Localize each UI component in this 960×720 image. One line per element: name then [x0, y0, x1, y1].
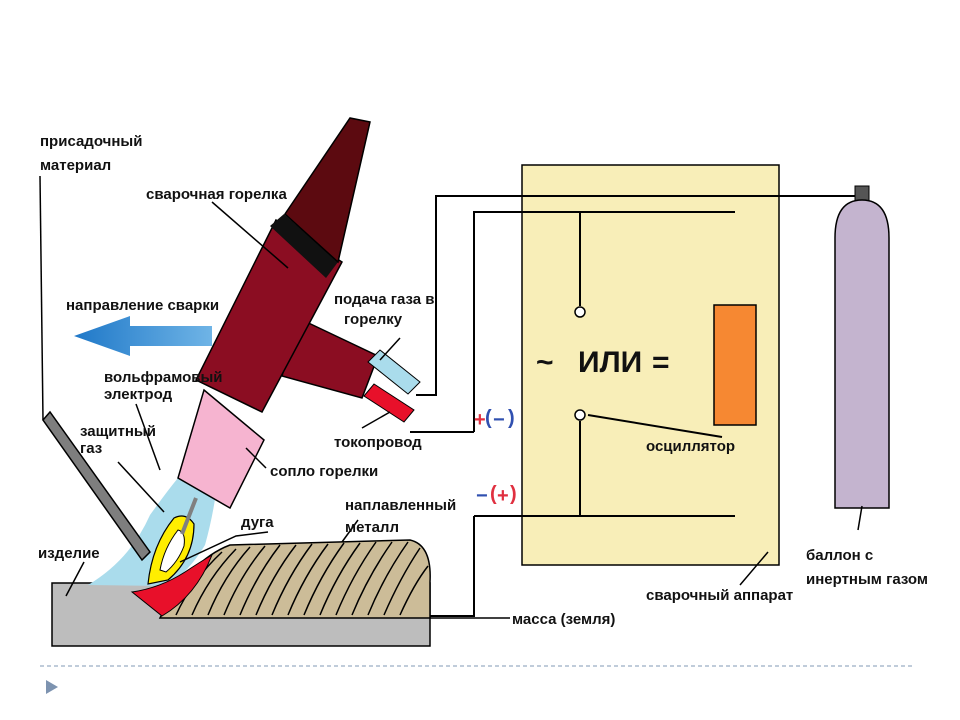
welding-direction-arrow [74, 316, 212, 356]
label-arc: дуга [241, 514, 274, 531]
label-cylinder-line1: баллон с [806, 547, 873, 564]
label-tungsten-line1: вольфрамовый [104, 369, 223, 386]
welding-torch [194, 117, 421, 423]
label-gas-feed-line1: подача газа в [334, 291, 435, 308]
polarity-minus-lower: − [476, 485, 488, 507]
label-cylinder-line2: инертным газом [806, 571, 928, 588]
label-deposit-line1: наплавленный [345, 497, 456, 514]
gas-supply-line [416, 195, 858, 396]
label-filler-line1: присадочный [40, 133, 142, 150]
or-symbol: ИЛИ [578, 346, 642, 379]
ground-line [430, 516, 475, 617]
melt-pool [130, 553, 213, 617]
label-deposit-line2: металл [345, 519, 399, 536]
label-workpiece: изделие [38, 545, 100, 562]
polarity-paren-close-upper: ) [508, 407, 515, 429]
label-nozzle: сопло горелки [270, 463, 378, 480]
weld-bead [158, 539, 431, 619]
label-conductor: токопровод [334, 434, 422, 451]
terminal-upper [574, 306, 586, 318]
arc-inner [159, 529, 185, 573]
label-oscillator: осциллятор [646, 438, 735, 455]
label-direction: направление сварки [66, 297, 219, 314]
gas-cylinder [834, 185, 890, 509]
polarity-paren-close-lower: ) [510, 483, 517, 505]
dc-symbol: = [652, 346, 670, 379]
polarity-minus-upper: − [493, 409, 505, 431]
tungsten-electrode [180, 497, 198, 535]
label-ground: масса (земля) [512, 611, 615, 628]
filler-rod [42, 410, 151, 562]
label-filler-line2: материал [40, 157, 111, 174]
ac-symbol: ~ [536, 346, 554, 379]
torch-nozzle [177, 388, 265, 510]
polarity-plus-lower: + [497, 485, 509, 507]
label-torch: сварочная горелка [146, 186, 287, 203]
polarity-plus-upper: + [474, 409, 486, 431]
machine-internal-wiring [473, 211, 735, 517]
label-shield-line1: защитный [80, 423, 156, 440]
polarity-paren-open-lower: ( [490, 483, 497, 505]
polarity-paren-open-upper: ( [485, 407, 492, 429]
terminal-lower [574, 409, 586, 421]
label-gas-feed-line2: горелку [344, 311, 403, 328]
label-tungsten-line2: электрод [104, 386, 173, 403]
leader-lines [39, 175, 863, 619]
slide-bullet-icon [46, 680, 58, 694]
oscillator-block [713, 304, 757, 426]
label-machine: сварочный аппарат [646, 587, 793, 604]
label-shield-line2: газ [80, 440, 102, 457]
